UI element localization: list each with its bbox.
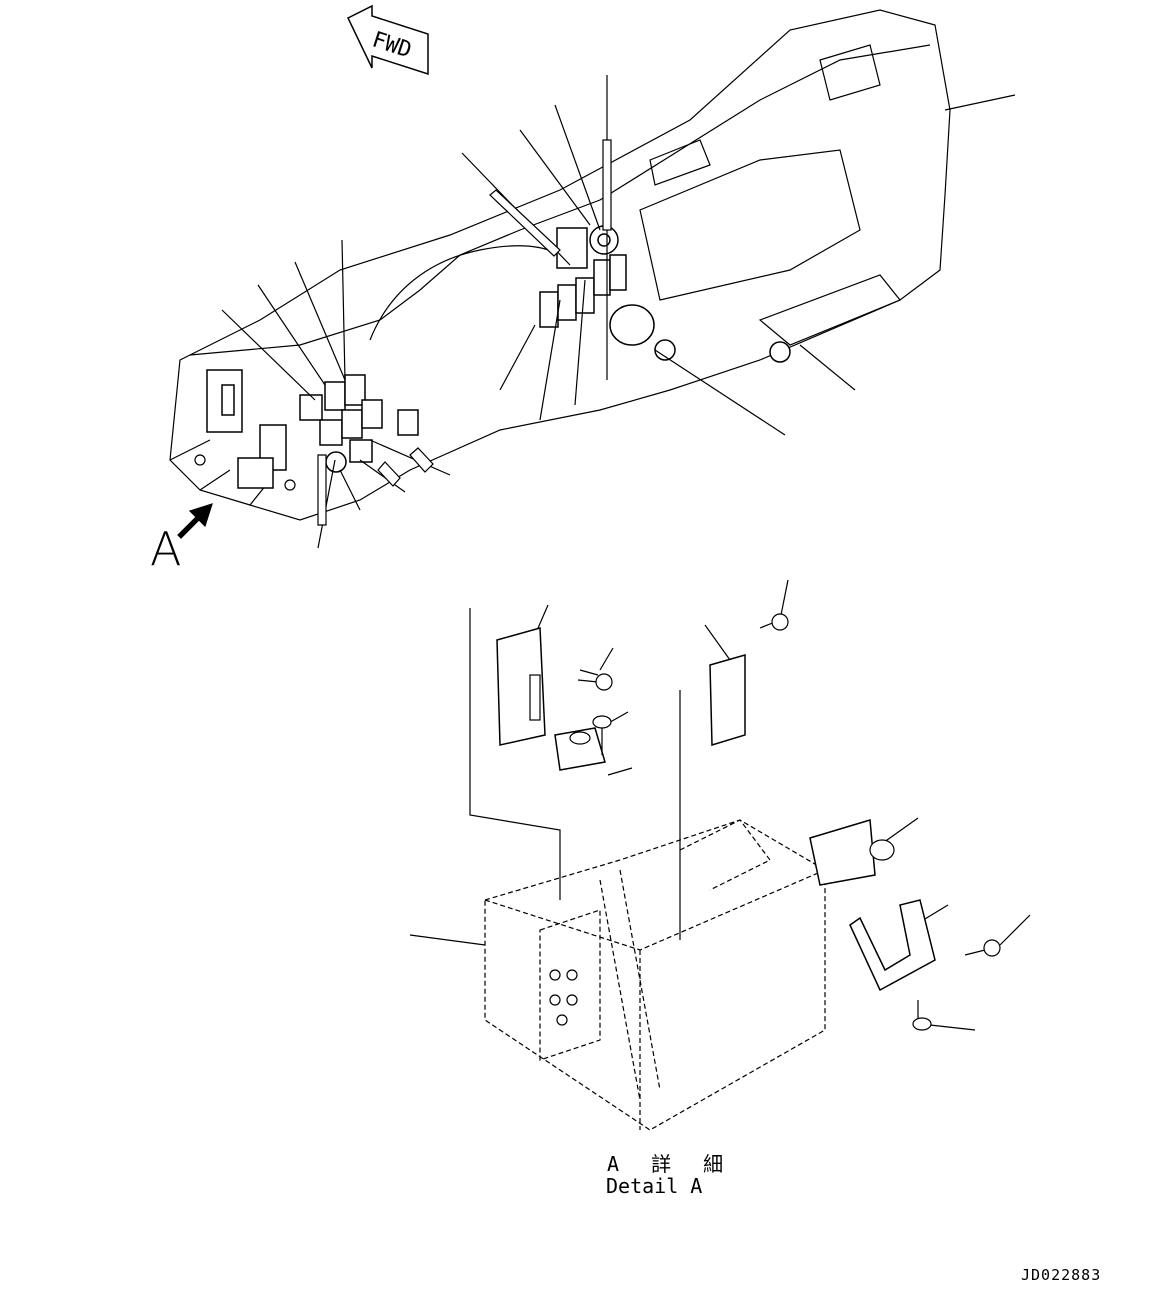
dashboard-panel <box>169 9 951 521</box>
detail-a-drawing <box>409 579 1031 1131</box>
view-callout-label: A <box>150 522 182 576</box>
center-switch-cluster <box>539 225 791 363</box>
leader-lines-top <box>221 75 1016 549</box>
view-arrow-icon <box>177 503 213 539</box>
detail-title-jp: A 詳 細 <box>607 1152 734 1176</box>
fwd-arrow-icon: FWD <box>347 4 429 76</box>
drawing-number: JD022883 <box>1021 1266 1102 1284</box>
detail-title-en: Detail A <box>606 1174 703 1198</box>
left-switch-cluster <box>206 369 419 489</box>
